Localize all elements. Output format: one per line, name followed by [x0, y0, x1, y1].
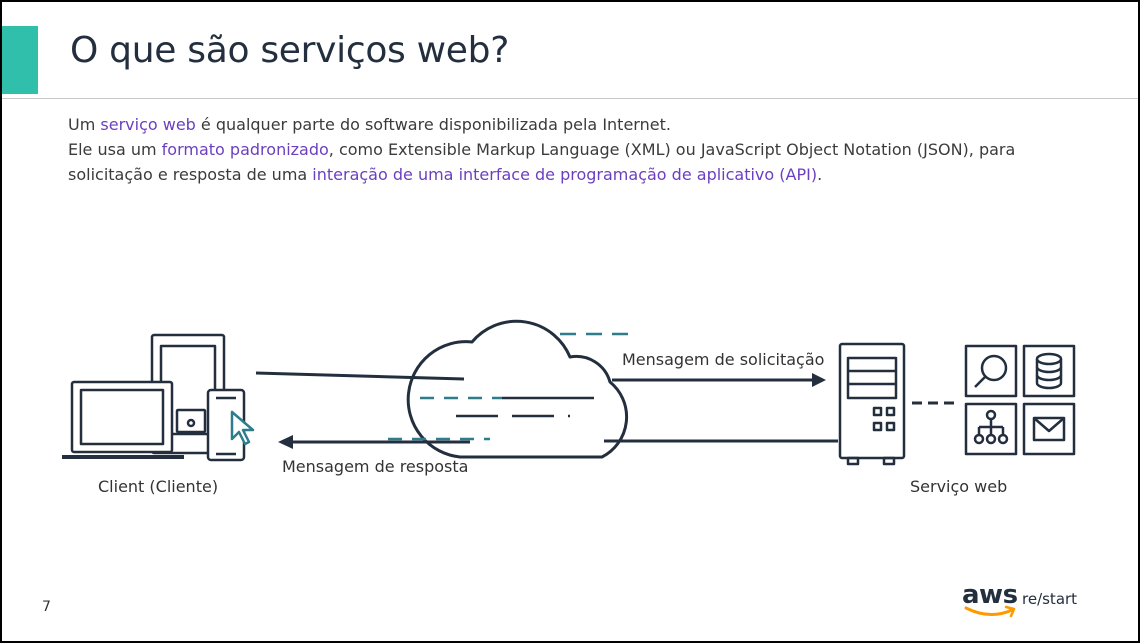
request-line-left — [255, 371, 465, 381]
response-arrowhead — [278, 435, 293, 449]
body-text: Um serviço web é qualquer parte do softw… — [68, 112, 1078, 187]
database-icon — [1022, 344, 1076, 398]
highlight-term: serviço web — [100, 115, 196, 134]
search-icon — [964, 344, 1018, 398]
text-segment: Ele usa um — [68, 140, 162, 159]
restart-wordmark: re/start — [1022, 590, 1078, 608]
highlight-term: interação de uma interface de programaçã… — [312, 165, 818, 184]
aws-restart-logo: aws re/start — [962, 580, 1092, 624]
service-label: Serviço web — [910, 477, 1008, 496]
client-devices-icon — [62, 333, 255, 462]
title-divider — [2, 98, 1138, 99]
text-segment: , como Extensible Markup Language (XML) … — [68, 140, 1016, 184]
page-number: 7 — [42, 599, 51, 615]
text-segment: Um — [68, 115, 101, 134]
highlight-term: formato padronizado — [161, 140, 329, 159]
response-label: Mensagem de resposta — [282, 457, 469, 476]
title-accent-bar — [2, 26, 38, 94]
body-line-1: Um serviço web é qualquer parte do softw… — [68, 112, 1078, 137]
server-icon — [838, 342, 906, 466]
text-segment: . — [817, 165, 823, 184]
client-label: Client (Cliente) — [98, 477, 219, 496]
aws-smile-icon — [964, 605, 1016, 618]
cloud-icon — [406, 319, 629, 459]
request-arrowhead — [812, 373, 826, 387]
request-label: Mensagem de solicitação — [620, 350, 827, 369]
page-title: O que são serviços web? — [70, 30, 510, 71]
hierarchy-icon — [964, 402, 1018, 456]
body-line-2: Ele usa um formato padronizado, como Ext… — [68, 137, 1078, 187]
mail-icon — [1022, 402, 1076, 456]
aws-wordmark: aws — [962, 580, 1018, 610]
text-segment: é qualquer parte do software disponibili… — [195, 115, 671, 134]
